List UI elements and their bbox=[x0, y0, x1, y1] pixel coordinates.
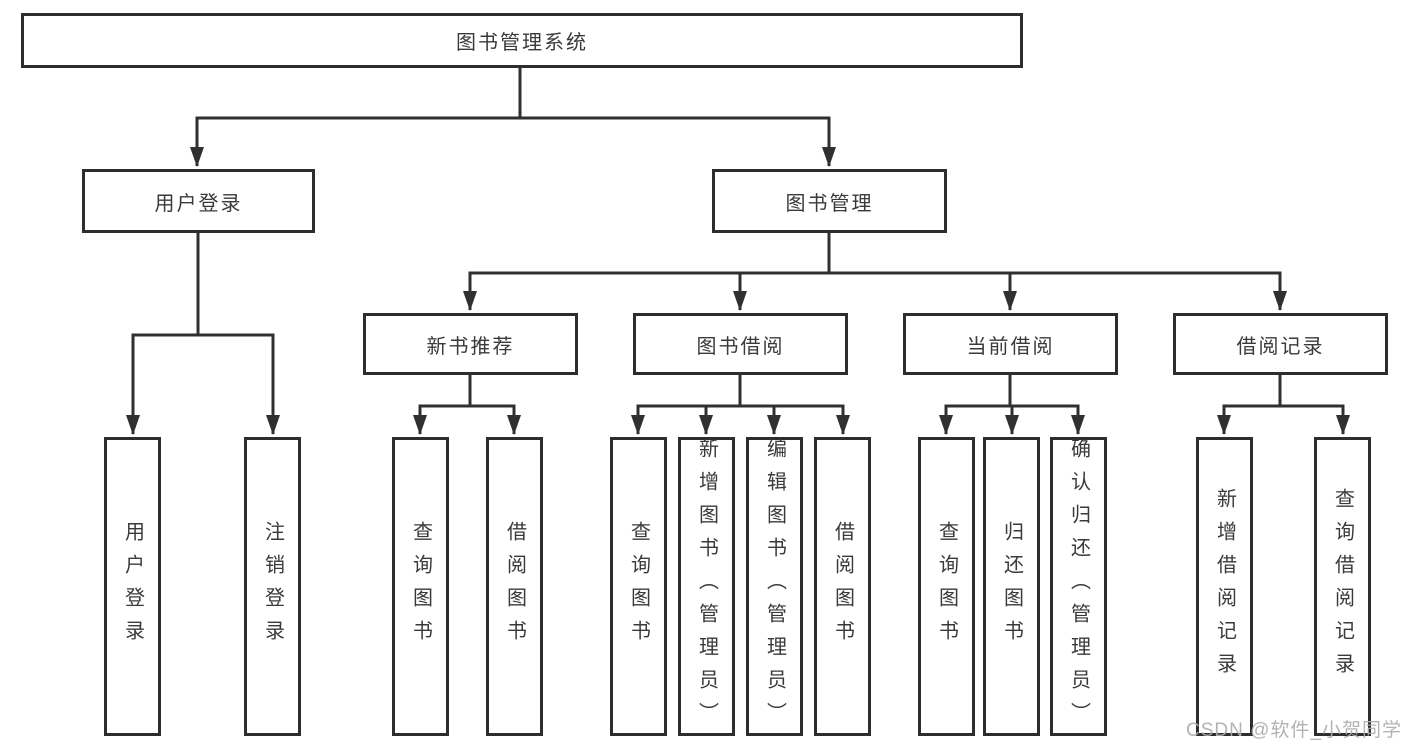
leaf-add-borrow-record: 新增借阅记录 bbox=[1196, 437, 1253, 736]
node-label: 用户登录 bbox=[154, 192, 243, 215]
node-book-borrowing: 图书借阅 bbox=[633, 313, 848, 375]
node-user-login: 用户登录 bbox=[82, 169, 315, 233]
leaf-borrow-books-recommend: 借阅图书 bbox=[486, 437, 543, 736]
node-label: 用户登录 bbox=[121, 520, 144, 653]
node-label: 查询图书 bbox=[935, 520, 958, 653]
node-label: 编辑图书（管理员） bbox=[763, 438, 786, 735]
leaf-confirm-return-admin: 确认归还（管理员） bbox=[1050, 437, 1107, 736]
leaf-query-borrow-record: 查询借阅记录 bbox=[1314, 437, 1371, 736]
leaf-add-books-admin: 新增图书（管理员） bbox=[678, 437, 735, 736]
node-current-borrowing: 当前借阅 bbox=[903, 313, 1118, 375]
node-label: 借阅图书 bbox=[831, 520, 854, 653]
leaf-edit-books-admin: 编辑图书（管理员） bbox=[746, 437, 803, 736]
csdn-watermark: CSDN @软件_小贺同学 bbox=[1186, 720, 1402, 741]
node-label: 新增借阅记录 bbox=[1213, 487, 1236, 686]
node-label: 当前借阅 bbox=[966, 335, 1055, 358]
node-borrowing-records: 借阅记录 bbox=[1173, 313, 1388, 375]
leaf-query-books-borrowing: 查询图书 bbox=[610, 437, 667, 736]
node-label: 借阅图书 bbox=[503, 520, 526, 653]
leaf-borrow-books: 借阅图书 bbox=[814, 437, 871, 736]
node-label: 图书管理 bbox=[785, 192, 874, 215]
node-label: 图书借阅 bbox=[696, 335, 785, 358]
node-label: 确认归还（管理员） bbox=[1067, 438, 1090, 735]
node-library-management-system: 图书管理系统 bbox=[21, 13, 1023, 68]
leaf-return-books: 归还图书 bbox=[983, 437, 1040, 736]
leaf-query-books-recommend: 查询图书 bbox=[392, 437, 449, 736]
node-label: 注销登录 bbox=[261, 520, 284, 653]
node-label: 归还图书 bbox=[1000, 520, 1023, 653]
node-label: 查询图书 bbox=[409, 520, 432, 653]
node-label: 新增图书（管理员） bbox=[695, 438, 718, 735]
node-book-management: 图书管理 bbox=[712, 169, 947, 233]
node-label: 图书管理系统 bbox=[456, 32, 588, 54]
leaf-user-login: 用户登录 bbox=[104, 437, 161, 736]
leaf-query-books-current: 查询图书 bbox=[918, 437, 975, 736]
node-label: 查询借阅记录 bbox=[1331, 487, 1354, 686]
node-new-book-recommendation: 新书推荐 bbox=[363, 313, 578, 375]
node-label: 新书推荐 bbox=[426, 335, 515, 358]
node-label: 查询图书 bbox=[627, 520, 650, 653]
leaf-logout: 注销登录 bbox=[244, 437, 301, 736]
node-label: 借阅记录 bbox=[1236, 335, 1325, 358]
